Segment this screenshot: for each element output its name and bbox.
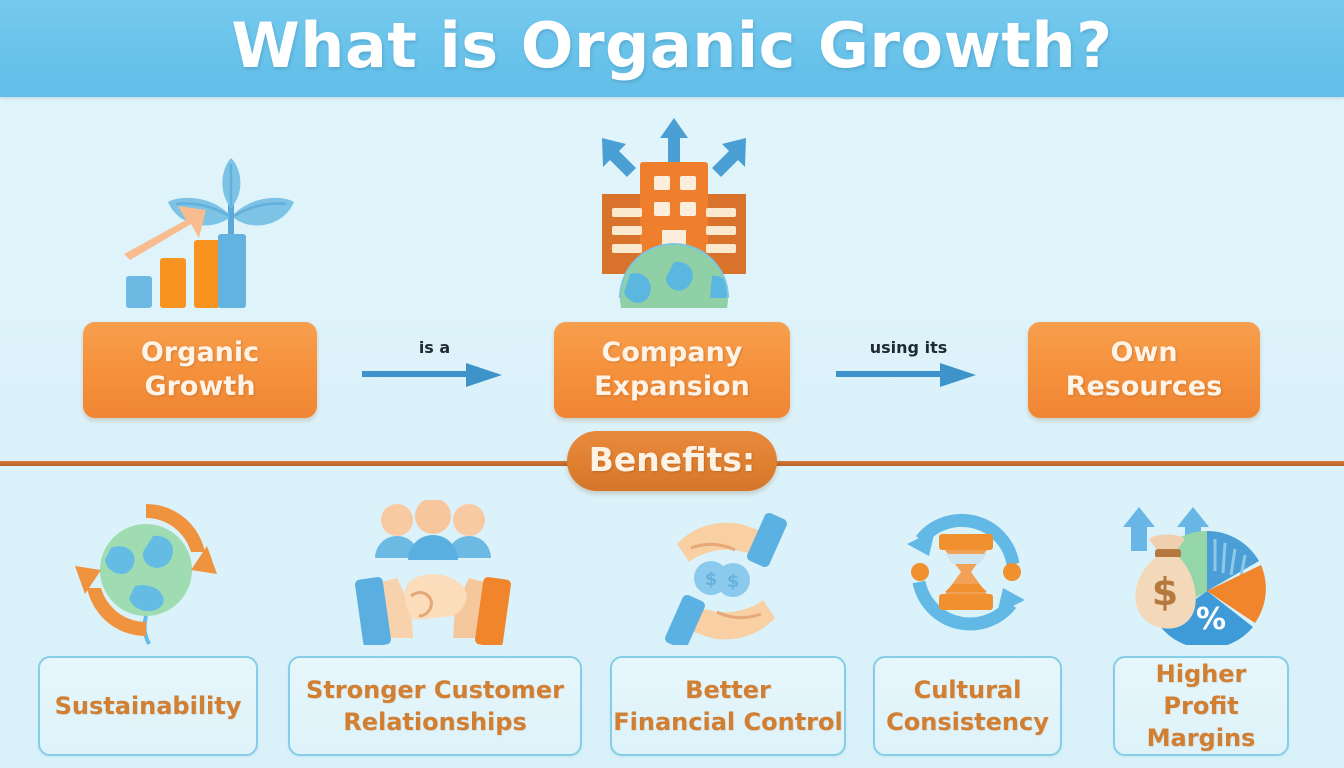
benefits-divider: Benefits: [0, 431, 1344, 491]
page-title: What is Organic Growth? [231, 9, 1113, 82]
flow-node-company-expansion[interactable]: Company Expansion [554, 322, 790, 418]
connector-label: using its [869, 338, 948, 357]
flow-node-own-resources[interactable]: Own Resources [1028, 322, 1260, 418]
svg-text:$: $ [705, 569, 718, 590]
flow-connector-using-its: using its [836, 338, 981, 387]
handshake-people-icon [353, 498, 513, 650]
benefit-label-box[interactable]: Stronger Customer Relationships [288, 656, 582, 756]
flow-connector-is-a: is a [362, 338, 507, 387]
benefit-label: Better Financial Control [613, 676, 843, 736]
flow-node-label: Organic Growth [140, 337, 260, 402]
header-banner: What is Organic Growth? [0, 0, 1344, 97]
flow-node-organic-growth[interactable]: Organic Growth [83, 322, 317, 418]
money-bag-pie-chart-icon: % $ [1111, 495, 1287, 650]
svg-text:$: $ [1152, 570, 1178, 614]
flow-node-label: Company Expansion [594, 337, 750, 402]
arrow-right-icon [362, 363, 502, 387]
flow-node-label: Own Resources [1065, 337, 1223, 402]
company-building-icon [578, 112, 770, 352]
benefit-label-box[interactable]: Cultural Consistency [873, 656, 1062, 756]
connector-label: is a [418, 338, 451, 357]
benefit-label-box[interactable]: Sustainability [38, 656, 258, 756]
benefit-label-box[interactable]: Better Financial Control [610, 656, 846, 756]
benefit-label-box[interactable]: Higher Profit Margins [1113, 656, 1289, 756]
benefits-heading: Benefits: [567, 431, 777, 491]
growth-chart-icon [98, 152, 298, 317]
benefit-label: Higher Profit Margins [1146, 660, 1256, 752]
svg-text:%: % [1196, 602, 1226, 637]
globe-recycle-icon [71, 500, 221, 650]
hourglass-cycle-icon [891, 500, 1041, 650]
benefit-label: Cultural Consistency [886, 676, 1049, 736]
svg-text:$: $ [727, 571, 740, 592]
arrow-right-icon [836, 363, 976, 387]
benefit-label: Sustainability [54, 692, 242, 720]
benefit-label: Stronger Customer Relationships [306, 676, 564, 736]
hands-coins-icon: $ $ [651, 500, 801, 650]
